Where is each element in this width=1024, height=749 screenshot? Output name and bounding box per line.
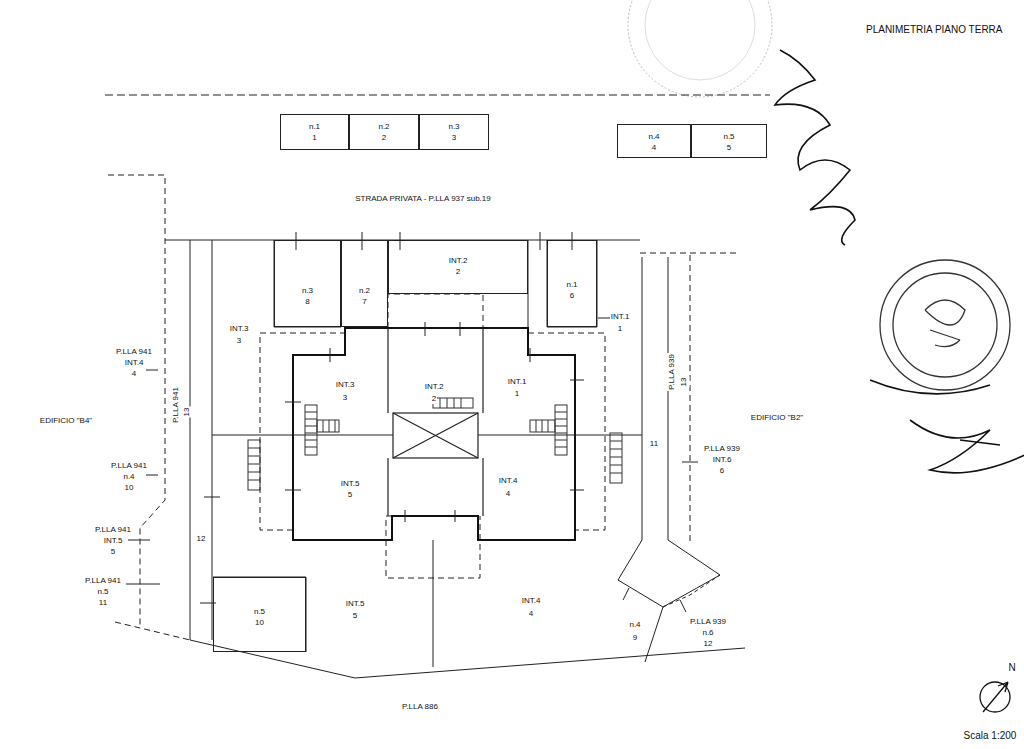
plan-box: n.55	[691, 124, 767, 158]
plan-label: INT.1	[610, 312, 631, 322]
plan-label: 13	[182, 407, 192, 418]
box-text: 2	[382, 132, 386, 143]
plan-label: 13	[679, 377, 689, 388]
plan-label: 1	[617, 324, 623, 334]
plan-label: N	[1007, 662, 1016, 674]
plan-label: P.LLA 886	[401, 702, 439, 712]
plan-label: 4	[505, 489, 511, 499]
box-text: 10	[255, 617, 264, 628]
plan-box: n.38	[274, 240, 341, 327]
plan-label: INT.6	[712, 455, 733, 465]
plan-label: n.5	[96, 587, 109, 597]
box-text: n.4	[648, 131, 659, 142]
box-text: 6	[570, 290, 574, 301]
box-text: 7	[362, 296, 366, 307]
plan-label: 10	[124, 483, 135, 493]
plan-label: EDIFICIO "B2"	[750, 413, 804, 423]
plan-label: 12	[703, 639, 714, 649]
plan-label: 3	[342, 393, 348, 403]
plan-label: 11	[98, 598, 108, 608]
plan-label: 5	[352, 611, 358, 621]
plan-label: 4	[131, 369, 137, 379]
box-text: 1	[312, 132, 316, 143]
plan-box: INT.22	[388, 240, 528, 294]
box-text: n.5	[723, 131, 734, 142]
box-text: 3	[452, 132, 456, 143]
box-text: 5	[727, 142, 731, 153]
plan-label: 5	[110, 547, 116, 557]
plan-label: P.LLA 941	[110, 461, 148, 471]
box-text: n.2	[359, 285, 370, 296]
plan-label: P.LLA 941	[94, 525, 132, 535]
plan-label: P.LLA 939	[689, 617, 727, 627]
plan-label: INT.5	[103, 536, 124, 546]
box-text: 2	[456, 266, 460, 277]
plan-label: 12	[196, 534, 207, 544]
plan-label: INT.2	[424, 382, 445, 392]
plan-label: 11	[649, 439, 659, 449]
box-text: 8	[305, 296, 309, 307]
plan-label: n.4	[628, 620, 641, 630]
plan-box: n.33	[419, 114, 489, 150]
plan-box: n.16	[547, 240, 597, 327]
box-text: n.1	[566, 279, 577, 290]
box-text: 4	[652, 142, 656, 153]
plan-label: INT.3	[335, 380, 356, 390]
plan-label: INT.3	[229, 324, 250, 334]
plan-label: P.LLA 941	[171, 386, 181, 424]
plan-label: INT.4	[521, 596, 542, 606]
plan-label: P.LLA 941	[84, 576, 122, 586]
plan-label: P.LLA 941	[115, 347, 153, 357]
plan-box: n.44	[617, 124, 691, 158]
box-text: INT.2	[449, 255, 468, 266]
box-text: n.3	[302, 285, 313, 296]
box-text: n.1	[309, 121, 320, 132]
plan-label: 5	[347, 490, 353, 500]
plan-label: 4	[528, 609, 534, 619]
plan-label: INT.5	[340, 479, 361, 489]
plan-box: n.510	[213, 577, 306, 652]
plan-label: INT.4	[124, 358, 145, 368]
plan-label: 9	[632, 633, 638, 643]
plan-label: n.4	[122, 472, 135, 482]
box-text: n.3	[448, 121, 459, 132]
plan-label: 6	[719, 466, 725, 476]
plan-label: STRADA PRIVATA - P.LLA 937 sub.19	[354, 194, 491, 204]
plan-label: INT.1	[507, 377, 528, 387]
plan-label: 3	[236, 336, 242, 346]
plan-label: 1	[514, 389, 520, 399]
plan-label: INT.4	[498, 476, 519, 486]
plan-label: P.LLA 939	[703, 444, 741, 454]
plan-label: Scala 1:200	[963, 730, 1018, 742]
plan-label: n.6	[701, 628, 714, 638]
plan-box: n.22	[349, 114, 419, 150]
plan-box: n.11	[280, 114, 349, 150]
plan-box: n.27	[341, 240, 388, 327]
plan-label: INT.5	[345, 599, 366, 609]
plan-title: PLANIMETRIA PIANO TERRA	[866, 24, 1003, 35]
plan-label: 2	[431, 394, 437, 404]
box-text: n.2	[378, 121, 389, 132]
plan-label: P.LLA 939	[667, 353, 677, 391]
plan-label: EDIFICIO "B4"	[39, 416, 93, 426]
box-text: n.5	[254, 606, 265, 617]
